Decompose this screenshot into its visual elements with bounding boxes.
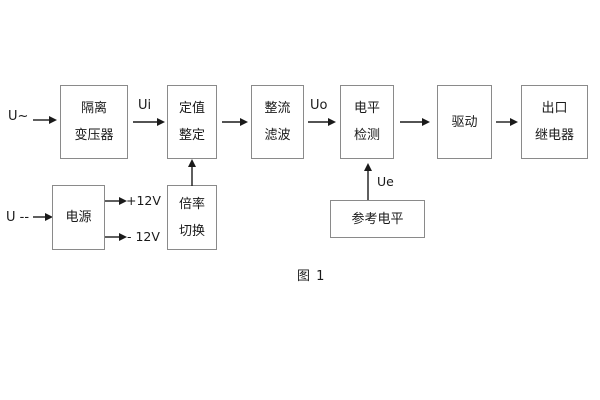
arrow-drive-to-relay: [496, 117, 518, 127]
figure-caption: 图 1: [297, 269, 326, 284]
arrow-setting-to-rectify: [222, 117, 248, 127]
signal-uo-label: Uo: [310, 98, 328, 113]
block-isolation-transformer-line1: 隔离: [80, 101, 107, 116]
block-reference-level-line1: 参考电平: [351, 211, 404, 227]
block-setting-value[interactable]: 定值 整定: [167, 85, 217, 159]
block-rectify-filter-line1: 整流: [264, 101, 291, 116]
arrow-isolation-to-setting: [133, 117, 165, 127]
block-setting-value-line2: 整定: [178, 128, 205, 143]
block-level-detect[interactable]: 电平 检测: [340, 85, 394, 159]
signal-ue-label: Ue: [377, 174, 394, 189]
block-drive[interactable]: 驱动: [437, 85, 492, 159]
block-setting-value-line1: 定值: [178, 101, 205, 116]
block-multiplier-switch[interactable]: 倍率 切换: [167, 185, 217, 250]
block-output-relay-line1: 出口: [541, 101, 568, 116]
label-pos-12v: +12V: [126, 193, 161, 208]
signal-ui-label: Ui: [138, 98, 152, 113]
block-rectify-filter-line2: 滤波: [264, 128, 291, 143]
arrow-dc-to-power-supply: [33, 212, 53, 222]
block-isolation-transformer[interactable]: 隔离 变压器: [60, 85, 128, 159]
dc-input-label: U --: [6, 210, 30, 225]
block-power-supply[interactable]: 电源: [52, 185, 105, 250]
ac-input-label: U~: [8, 109, 29, 124]
block-reference-level[interactable]: 参考电平: [330, 200, 425, 238]
block-multiplier-switch-line1: 倍率: [178, 196, 205, 212]
block-multiplier-switch-line2: 切换: [178, 223, 205, 239]
arrow-level-to-drive: [400, 117, 430, 127]
block-output-relay[interactable]: 出口 继电器: [521, 85, 588, 159]
arrow-ac-to-isolation: [33, 115, 57, 125]
block-power-supply-line1: 电源: [65, 210, 92, 225]
arrow-power-pos12v: [105, 196, 127, 206]
block-level-detect-line2: 检测: [353, 128, 380, 143]
block-level-detect-line1: 电平: [353, 101, 380, 116]
block-drive-line1: 驱动: [451, 114, 478, 130]
arrow-rectify-to-level: [308, 117, 336, 127]
block-isolation-transformer-line2: 变压器: [74, 128, 114, 143]
arrow-reference-to-level-detect: [363, 163, 373, 200]
arrow-multiplier-to-setting: [187, 159, 197, 186]
block-rectify-filter[interactable]: 整流 滤波: [251, 85, 304, 159]
arrow-power-neg12v: [105, 232, 127, 242]
block-output-relay-line2: 继电器: [534, 128, 574, 143]
label-neg-12v: - 12V: [127, 229, 160, 244]
